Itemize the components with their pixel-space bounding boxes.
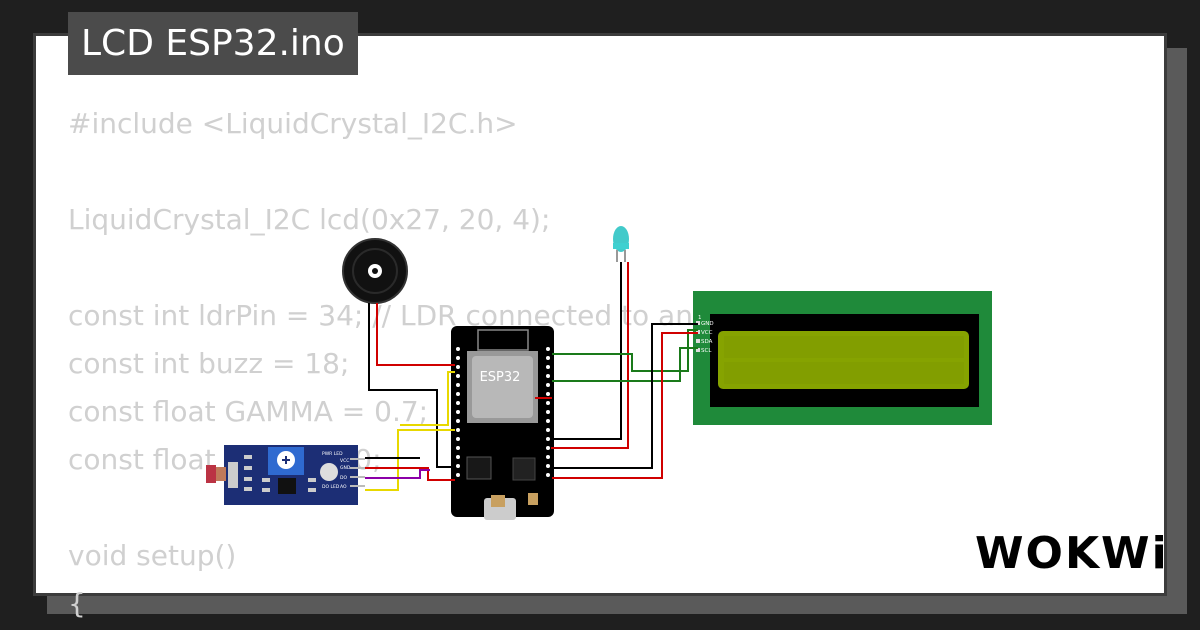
code-line: { [68, 587, 86, 620]
ldr-pin-label: AO [340, 484, 347, 490]
led[interactable] [613, 226, 629, 262]
code-line: void setup() [68, 539, 237, 572]
code-line: const float GAMMA = 0.7; [68, 395, 429, 428]
ldr-pin-label: DO [340, 475, 347, 481]
wokwi-logo: WOKWi [975, 528, 1169, 579]
lcd-pin-label: SCL [701, 348, 712, 354]
wires [365, 262, 698, 491]
lcd-pin-label: GND [701, 321, 714, 327]
esp32-board[interactable]: ESP32 [451, 326, 554, 520]
lcd-pin-label: VCC [701, 330, 713, 336]
code-line: #include <LiquidCrystal_I2C.h> [68, 107, 518, 140]
code-line: const int buzz = 18; [68, 347, 350, 380]
ldr-sensor-module[interactable]: PWR LED DO LED VCC GND DO AO [206, 445, 365, 505]
lcd-pin-label: SDA [701, 339, 713, 345]
svg-text:1: 1 [698, 315, 702, 321]
ldr-pin-label: GND [340, 465, 351, 471]
ldr-led-label: DO LED [322, 484, 340, 490]
esp32-label: ESP32 [480, 370, 521, 385]
lcd-display[interactable]: 1 GND VCC SDA SCL [693, 291, 992, 425]
code-line: LiquidCrystal_I2C lcd(0x27, 20, 4); [68, 203, 551, 236]
buzzer[interactable] [342, 238, 408, 304]
page-title: LCD ESP32.ino [68, 12, 358, 75]
ldr-led-label: PWR LED [322, 451, 343, 457]
ldr-pin-label: VCC [340, 458, 349, 464]
